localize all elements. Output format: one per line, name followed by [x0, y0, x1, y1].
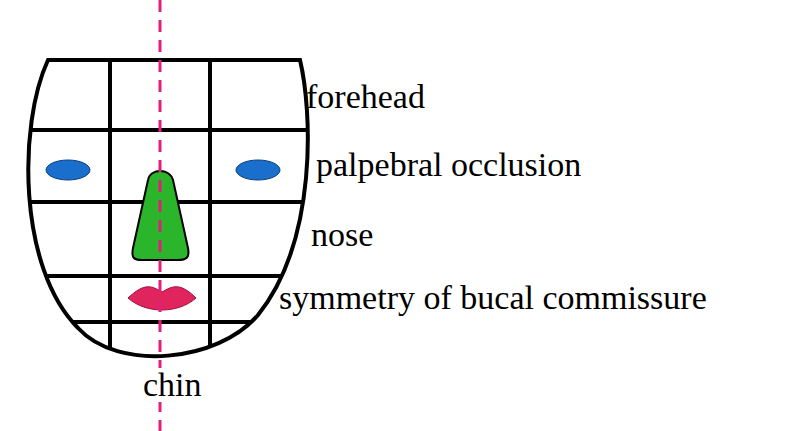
midline	[159, 0, 162, 431]
right-eye	[236, 160, 280, 180]
face-region-label: palpebral occlusion	[316, 148, 581, 182]
left-eye	[46, 160, 90, 180]
face-region-label: forehead	[306, 80, 425, 114]
face-region-label: chin	[141, 368, 204, 402]
mouth-shape	[128, 287, 196, 310]
face-region-label: symmetry of bucal commissure	[279, 281, 707, 315]
face-outline	[28, 60, 308, 356]
face-region-label: nose	[311, 218, 373, 252]
